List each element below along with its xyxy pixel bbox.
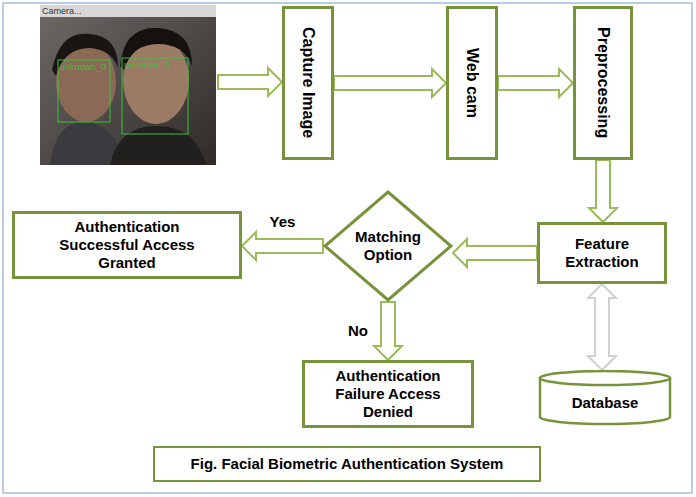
process-box: Feature Extraction (537, 222, 667, 284)
block-arrow (218, 68, 282, 96)
caption-text: Fig. Facial Biometric Authentication Sys… (191, 455, 504, 473)
camera-photo (40, 5, 216, 165)
result-box: Authentication Failure Access Denied (302, 360, 474, 428)
block-arrow (242, 232, 323, 260)
block-arrow (453, 239, 537, 267)
result-box: Authentication Successful Access Granted (12, 211, 242, 279)
node-text: Preprocessing (594, 27, 612, 138)
block-arrow (374, 302, 402, 360)
database-cylinder: Database (538, 370, 672, 426)
decision-diamond: Matching Option (323, 190, 453, 302)
node-text: Database (572, 394, 639, 412)
photo-label: Camera... (42, 6, 82, 16)
caption-box: Fig. Facial Biometric Authentication Sys… (153, 446, 541, 482)
block-arrow (498, 69, 573, 97)
node-text: Capture Image (299, 27, 317, 138)
process-box: Preprocessing (573, 6, 633, 160)
node-text: Feature Extraction (547, 235, 657, 271)
edge-label: No (346, 322, 370, 340)
node-text: Authentication Failure Access Denied (323, 367, 453, 421)
block-arrow (589, 160, 617, 222)
diamond-shape (325, 192, 451, 300)
cylinder-top (540, 371, 670, 385)
photo-label: unknown_0 (60, 62, 106, 72)
process-box: Capture Image (282, 6, 334, 160)
node-text: Matching Option (348, 228, 428, 264)
block-arrow (334, 69, 446, 97)
block-arrow (588, 284, 616, 370)
node-text: Web cam (463, 48, 481, 118)
node-text: Authentication Successful Access Granted (52, 218, 202, 272)
process-box: Web cam (446, 6, 498, 160)
edge-label: Yes (268, 213, 298, 231)
photo-label: unknown_0 (124, 60, 170, 70)
